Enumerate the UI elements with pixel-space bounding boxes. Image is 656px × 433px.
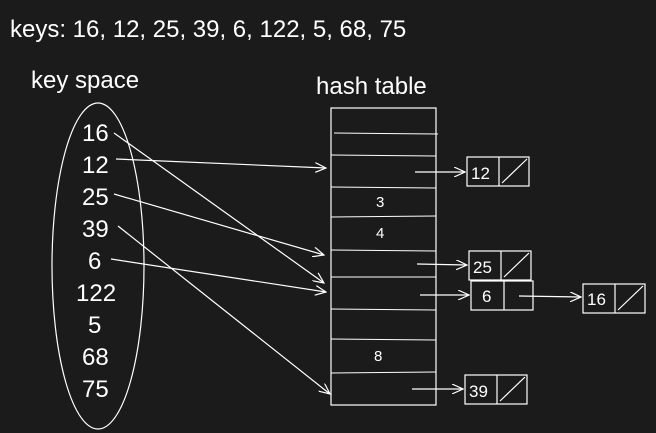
null-pointer-slash [499,376,526,402]
key-item-39: 39 [82,216,109,243]
key-item-122: 122 [76,280,116,307]
null-pointer-slash [501,158,528,184]
chain-node-value: 25 [473,258,492,277]
arrow-6-to-slot [110,258,326,292]
hash-slot-label-4: 4 [376,225,384,242]
key-item-12: 12 [82,152,109,179]
key-item-68: 68 [82,344,109,371]
hash-slot-label-8: 8 [374,348,382,365]
chain-node-value: 16 [587,290,606,309]
arrow-node-6-to-node-16 [518,296,581,297]
hash-table-box [330,107,437,406]
null-pointer-slash [617,285,644,311]
key-space-ellipse [51,102,145,430]
key-space-title: key space [31,67,139,94]
chain-node-25: 25 [468,250,532,281]
chain-node-value: 12 [471,164,490,183]
null-pointer-slash [503,252,530,278]
arrow-12-to-slot [115,158,326,168]
chain-node-16: 16 [582,283,646,314]
hash-table-slot-dividers [330,132,439,374]
slot-to-node-arrows [412,172,581,389]
chain-node-value: 6 [482,287,491,306]
arrow-slot-to-node-25 [416,264,467,265]
arrow-25-to-slot [113,193,324,255]
keys-list-heading: keys: 16, 12, 25, 39, 6, 122, 5, 68, 75 [10,16,406,43]
arrow-16-to-slot [113,132,324,283]
key-item-75: 75 [82,376,109,403]
chain-node-6: 6 [470,280,534,311]
arrow-39-to-slot [117,225,330,394]
chain-node-39: 39 [464,374,528,405]
key-item-5: 5 [88,312,101,339]
chain-node-12: 12 [466,156,530,187]
hash-slot-label-3: 3 [376,194,384,211]
key-item-25: 25 [82,184,109,211]
chain-node-value: 39 [469,382,488,401]
key-item-16: 16 [82,120,109,147]
hash-table-title: hash table [316,73,427,100]
key-item-6: 6 [88,248,101,275]
key-to-slot-arrows [110,132,330,394]
